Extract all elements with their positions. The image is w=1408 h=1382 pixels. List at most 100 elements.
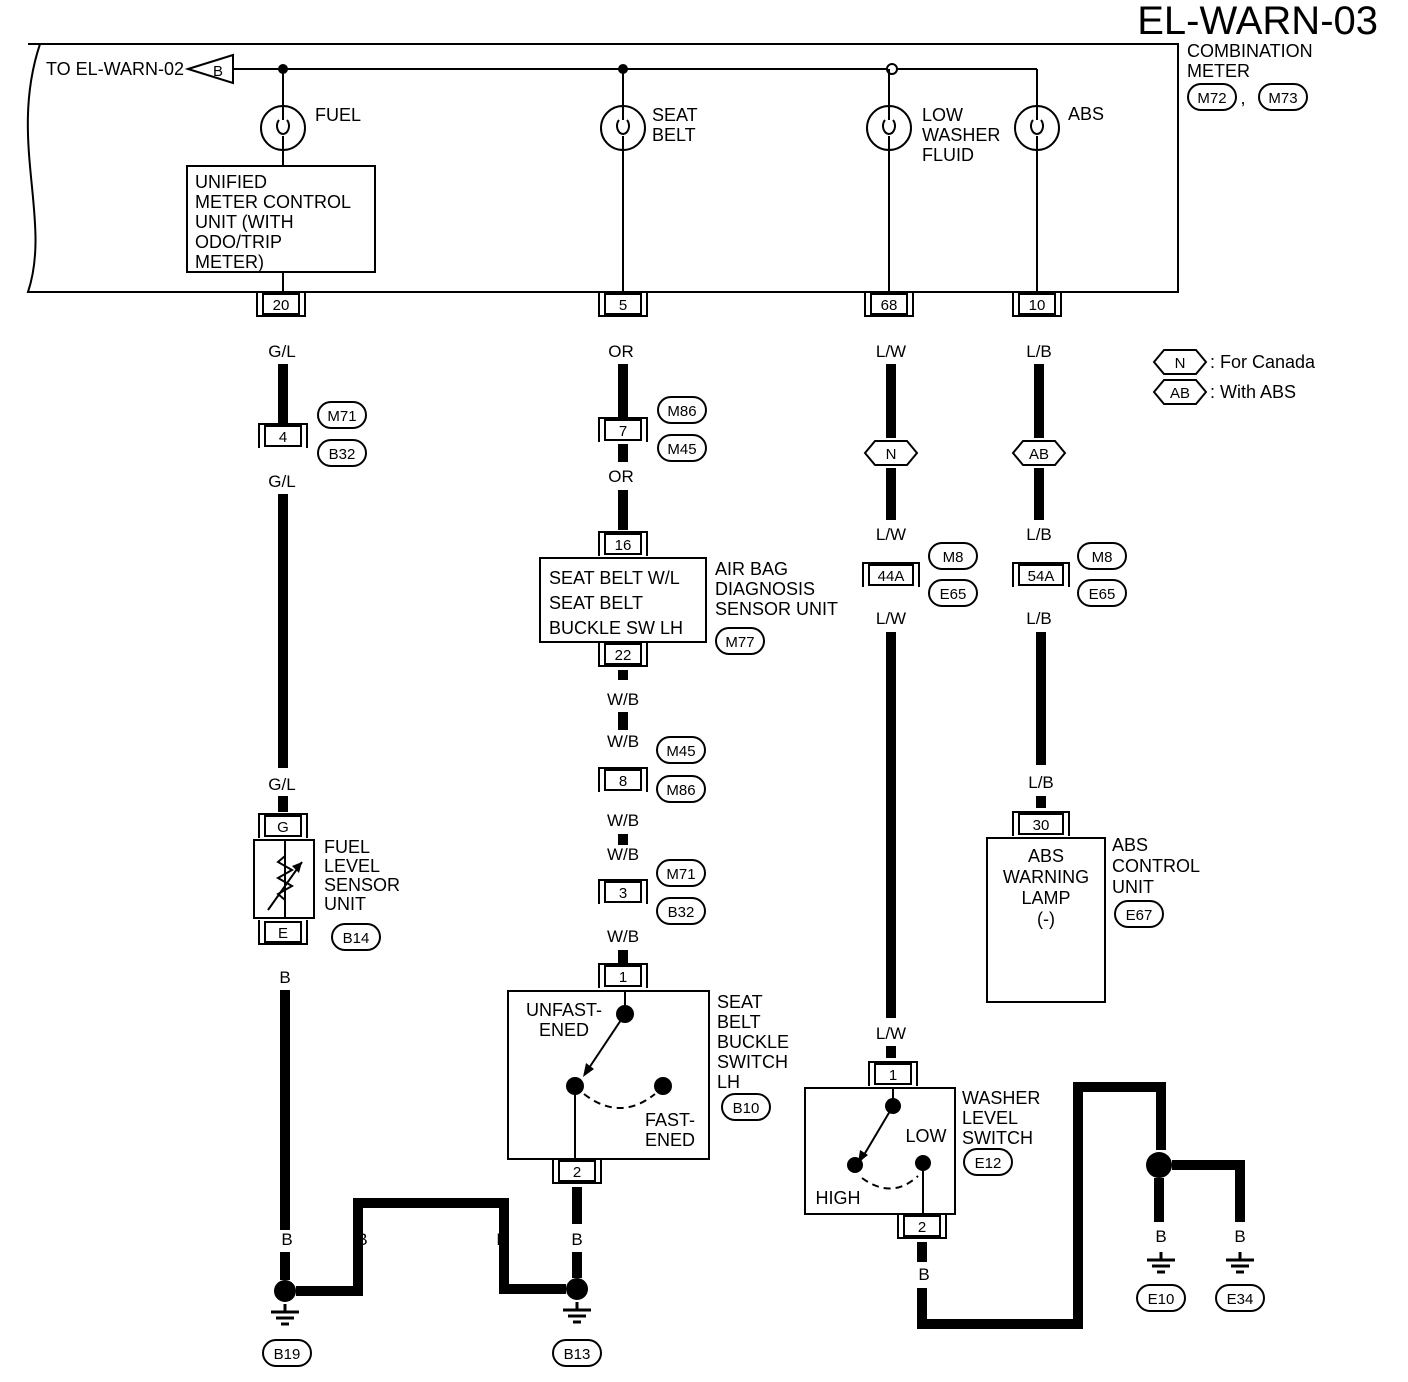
seatbelt-switch-label: BELT	[717, 1012, 761, 1032]
terminal-number: 20	[273, 297, 290, 314]
terminal-number: 10	[1029, 297, 1046, 314]
unfastened-label: UNFAST-	[526, 1000, 602, 1020]
connector-id: B10	[721, 1093, 771, 1121]
wire-color: B	[1234, 1227, 1245, 1246]
connector-id-label: M73	[1268, 90, 1297, 107]
unfastened-label: ENED	[539, 1020, 589, 1040]
legend-text-canada: : For Canada	[1210, 352, 1316, 372]
seatbelt-switch-label: BUCKLE	[717, 1032, 789, 1052]
wire-color: L/B	[1026, 609, 1052, 628]
terminal-number: 2	[918, 1219, 926, 1236]
connector-id: M45	[657, 434, 707, 462]
offpage-tag: B	[213, 63, 223, 80]
diagram-title: EL-WARN-03	[1137, 0, 1378, 43]
abs-box-label: WARNING	[1003, 867, 1089, 887]
wire-color: W/B	[607, 732, 639, 751]
lamp-label-seatbelt: SEAT	[652, 105, 698, 125]
sensor-terminal-e: E	[258, 920, 308, 945]
ground-splice	[1146, 1152, 1172, 1178]
ground-connector-id: E34	[1215, 1284, 1265, 1312]
connector-id: B32	[317, 439, 367, 467]
connector-id-label: E65	[1089, 586, 1116, 603]
terminal-number: 4	[279, 429, 287, 446]
wire-color: OR	[608, 342, 634, 361]
switch-arrowhead	[583, 1063, 594, 1077]
wire-color: G/L	[268, 342, 295, 361]
abs-terminal: 30	[1012, 811, 1070, 836]
connector-id-label: M77	[725, 634, 754, 651]
abs-unit-label: UNIT	[1112, 877, 1154, 897]
ground-connector-id: B19	[262, 1339, 312, 1367]
connector-id: M77	[715, 627, 765, 655]
airbag-unit-box	[539, 557, 707, 643]
wire-color: OR	[608, 467, 634, 486]
meter-connector-separator: ,	[1240, 88, 1245, 108]
ground-splice	[566, 1278, 588, 1300]
umcu-label: ODO/TRIP	[195, 232, 282, 252]
combination-meter-outline	[26, 43, 1179, 293]
connector-id-label: M72	[1197, 90, 1226, 107]
connector-id-label: B19	[274, 1346, 301, 1363]
washer-ground-harness	[917, 1082, 1166, 1329]
airbag-box-label: BUCKLE SW LH	[549, 618, 683, 638]
wire-color: B	[918, 1265, 929, 1284]
abs-box-label: LAMP	[1021, 888, 1070, 908]
fuel-sensor-label: FUEL	[324, 837, 370, 857]
lamp-label-abs: ABS	[1068, 104, 1104, 124]
junction-terminal-seatbelt-2: 8	[598, 767, 648, 792]
seatbelt-switch-label: LH	[717, 1072, 740, 1092]
wire-color: B	[496, 1230, 507, 1249]
fuel-sensor-label: SENSOR	[324, 875, 400, 895]
switch-blade	[860, 1105, 894, 1161]
washer-switch-label: LEVEL	[962, 1108, 1018, 1128]
switch-blade	[584, 1013, 626, 1075]
connector-id: E65	[1077, 579, 1127, 607]
combination-meter-label: COMBINATION	[1187, 41, 1313, 61]
switch-terminal-out: 2	[552, 1159, 602, 1184]
terminal-number: 54A	[1028, 568, 1055, 585]
washer-switch-label: WASHER	[962, 1088, 1040, 1108]
connector-id: M8	[1077, 542, 1127, 570]
terminal-number: E	[278, 925, 288, 942]
meter-terminal-abs: 10	[1012, 292, 1062, 317]
airbag-terminal-out: 22	[598, 642, 648, 667]
wire-color: L/B	[1026, 525, 1052, 544]
abs-unit-label: ABS	[1112, 835, 1148, 855]
wire-color: B	[279, 968, 290, 987]
wire-color: L/B	[1028, 773, 1054, 792]
abs-unit-box	[986, 837, 1106, 1003]
offpage-arrow	[184, 53, 234, 85]
wire-color: W/B	[607, 845, 639, 864]
fuel-sensor-label: UNIT	[324, 894, 366, 914]
variable-arrowhead	[292, 862, 302, 873]
ground-splice	[274, 1280, 296, 1302]
offpage-label: TO EL-WARN-02	[46, 59, 184, 79]
option-code: N	[886, 446, 897, 463]
washer-switch-label: SWITCH	[962, 1128, 1033, 1148]
airbag-box-label: SEAT BELT	[549, 593, 643, 613]
connector-id: M71	[656, 859, 706, 887]
connector-id-label: B14	[343, 930, 370, 947]
wire-color: G/L	[268, 775, 295, 794]
wire-color: W/B	[607, 811, 639, 830]
washer-switch-terminal-in: 1	[868, 1061, 918, 1086]
fastened-label: FAST-	[645, 1110, 695, 1130]
meter-terminal-fuel: 20	[256, 292, 306, 317]
terminal-number: 22	[615, 647, 632, 664]
connector-id: E67	[1114, 900, 1164, 928]
umcu-label: UNIFIED	[195, 172, 267, 192]
switch-contact	[654, 1077, 672, 1095]
option-tag-abs: AB	[1011, 440, 1067, 466]
airbag-unit-label: DIAGNOSIS	[715, 579, 815, 599]
airbag-unit-label: SENSOR UNIT	[715, 599, 838, 619]
connector-id-label: E67	[1126, 907, 1153, 924]
ground-connector-id: B13	[552, 1339, 602, 1367]
seatbelt-switch-label: SEAT	[717, 992, 763, 1012]
option-code: AB	[1170, 385, 1190, 402]
wire-color: W/B	[607, 690, 639, 709]
wire-color: B	[1155, 1227, 1166, 1246]
seatbelt-switch-box	[507, 990, 710, 1160]
connector-id-label: E12	[975, 1155, 1002, 1172]
airbag-box-label: SEAT BELT W/L	[549, 568, 680, 588]
